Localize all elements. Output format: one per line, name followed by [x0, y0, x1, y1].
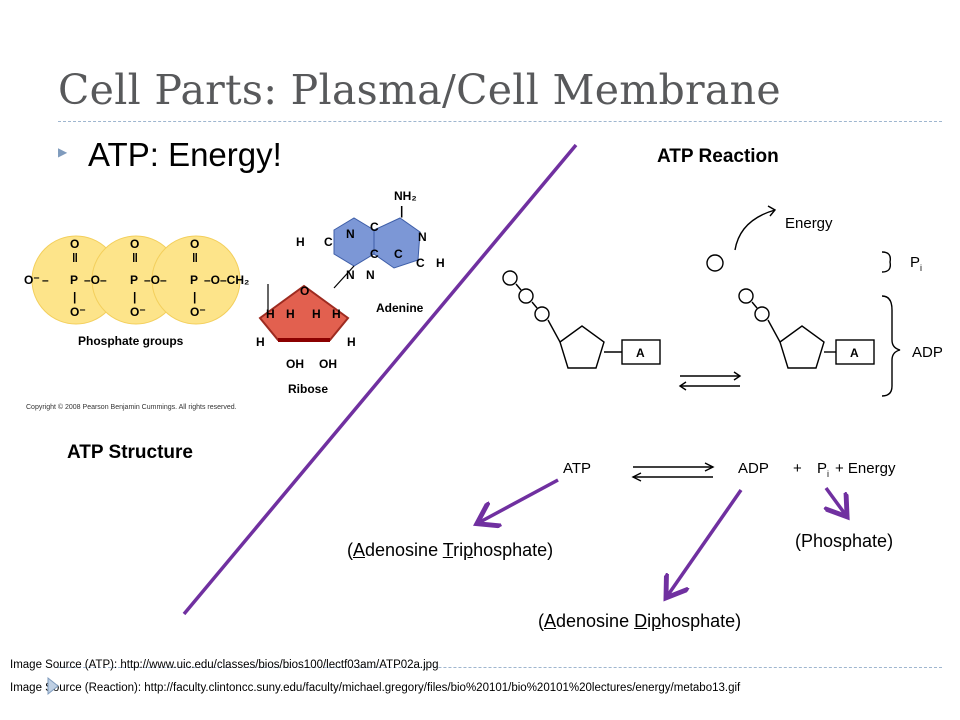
svg-text:O⁻: O⁻ [70, 305, 86, 319]
reaction-label: ATP Reaction [657, 146, 779, 167]
structure-label: ATP Structure [67, 442, 193, 463]
pi-label: Pi [910, 254, 922, 273]
bullet-text: ATP: Energy! [88, 136, 282, 173]
atp-reaction-diagram: A Energy Pi A ADP [502, 205, 943, 397]
slide-nav-icon[interactable] [46, 676, 60, 696]
svg-text:O⁻: O⁻ [130, 305, 146, 319]
svg-text:H: H [256, 335, 265, 349]
svg-text:P: P [130, 273, 138, 287]
svg-text:N: N [418, 230, 427, 244]
adp-adenosine-box-label: A [850, 346, 859, 360]
svg-text:H: H [266, 307, 275, 321]
svg-text:N: N [346, 227, 355, 241]
atp-adenosine-box-label: A [636, 346, 645, 360]
svg-text:C: C [394, 247, 403, 261]
svg-text:O: O [300, 284, 309, 298]
svg-text:–: – [42, 273, 49, 287]
svg-text:P: P [70, 273, 78, 287]
svg-text:‖: ‖ [192, 251, 198, 265]
svg-text:|: | [193, 290, 196, 304]
svg-text:H: H [286, 307, 295, 321]
svg-text:–O–CH₂: –O–CH₂ [204, 273, 249, 287]
equation-adp: ADP [738, 460, 769, 477]
svg-text:‖: ‖ [132, 251, 138, 265]
copyright-text: Copyright © 2008 Pearson Benjamin Cummin… [26, 403, 237, 411]
svg-text:OH: OH [319, 357, 337, 371]
svg-text:C: C [370, 247, 379, 261]
svg-text:‖: ‖ [72, 251, 78, 265]
atp-structure-diagram: O⁻ – O‖ P O⁻| –O– O‖ P O⁻| –O– O‖ P O⁻| … [24, 189, 444, 411]
svg-text:O⁻: O⁻ [190, 305, 206, 319]
title-divider [58, 121, 942, 122]
svg-text:O: O [70, 237, 79, 251]
svg-text:C: C [324, 235, 333, 249]
svg-text:|: | [133, 290, 136, 304]
svg-text:OH: OH [286, 357, 304, 371]
equation-plus: + [793, 460, 802, 477]
ribose-ring [258, 284, 350, 341]
atp-name-label: (Adenosine Triphosphate) [347, 540, 554, 560]
footer-divider [58, 667, 942, 668]
svg-text:H: H [296, 235, 305, 249]
svg-text:N: N [366, 268, 375, 282]
svg-text:H: H [347, 335, 356, 349]
svg-text:P: P [190, 273, 198, 287]
svg-text:–O–: –O– [84, 273, 107, 287]
ribose-label: Ribose [288, 382, 328, 396]
svg-text:H: H [332, 307, 341, 321]
bullet-triangle-icon: ▶ [58, 145, 68, 159]
svg-text:C: C [370, 220, 379, 234]
phosphate-label: Phosphate groups [78, 334, 184, 348]
svg-text:|: | [400, 204, 403, 218]
adp-label: ADP [912, 344, 943, 361]
svg-text:–O–: –O– [144, 273, 167, 287]
svg-text:O: O [190, 237, 199, 251]
adenine-base [333, 217, 421, 269]
svg-text:H: H [312, 307, 321, 321]
phosphate-groups [31, 235, 241, 325]
equation-pi: Pi [817, 460, 829, 479]
adp-pointer-arrow [668, 489, 743, 595]
svg-text:NH₂: NH₂ [394, 189, 417, 203]
source-atp: Image Source (ATP): http://www.uic.edu/c… [10, 659, 439, 671]
svg-text:N: N [346, 268, 355, 282]
adenine-label: Adenine [376, 301, 424, 315]
adp-name-label: (Adenosine Diphosphate) [538, 611, 742, 631]
atp-pointer-arrow [480, 478, 559, 522]
equation-atp: ATP [563, 460, 591, 477]
energy-label: Energy [785, 215, 833, 232]
reaction-equation: ATP ADP + Pi + Energy [563, 460, 896, 482]
svg-text:O: O [130, 237, 139, 251]
svg-text:C: C [416, 256, 425, 270]
svg-text:|: | [73, 290, 76, 304]
phosphate-pointer-arrow [826, 486, 845, 514]
phosphate-name-label: (Phosphate) [795, 531, 894, 551]
source-reaction: Image Source (Reaction): http://faculty.… [10, 682, 741, 694]
slide-title: Cell Parts: Plasma/Cell Membrane [58, 66, 781, 114]
equation-energy: + Energy [835, 460, 896, 477]
svg-text:O⁻: O⁻ [24, 273, 40, 287]
svg-text:H: H [436, 256, 444, 270]
